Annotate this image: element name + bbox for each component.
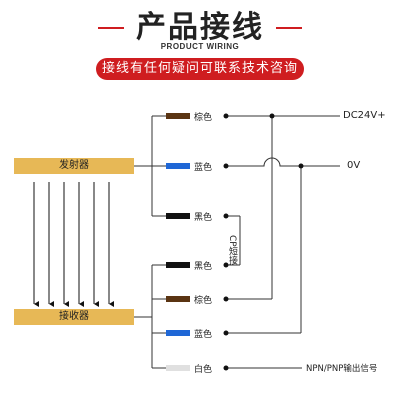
wire-label-white: 白色 [194,365,213,375]
terminal-0v: 0V [347,160,361,171]
terminal-wiring [226,115,340,369]
receiver-cable [134,264,166,369]
junction-dot [223,113,229,119]
wire-swatch [166,163,190,169]
wire-label-brown: 棕色 [194,113,213,123]
wire-swatch [166,330,190,336]
junction-dot [269,113,275,119]
wire-swatch [166,365,190,371]
wire-swatch [166,113,190,119]
page-title: 产品接线 [136,10,264,45]
wire-swatch [166,296,190,302]
junction-dot [223,213,229,219]
wire-label-blue: 蓝色 [194,163,213,173]
wire-swatches [166,113,190,371]
junction-dot [223,163,229,169]
emitter-box: 发射器 [14,158,134,174]
junction-dot [223,330,229,336]
support-banner: 接线有任何疑问可联系技术咨询 [96,58,304,80]
junction-dot [223,262,229,268]
junction-dot [223,296,229,302]
wire-label-blue: 蓝色 [194,330,213,340]
page-subtitle: PRODUCT WIRING [160,42,240,51]
wire-label-black: 黑色 [194,262,213,272]
junction-dot [298,163,304,169]
junction-dot [223,365,229,371]
emitter-cable [134,115,166,217]
wire-label-black: 黑色 [194,213,213,223]
receiver-box: 接收器 [14,309,134,325]
title-decoration-right [276,27,302,29]
terminal-signal: NPN/PNP输出信号 [306,364,378,374]
title-decoration-left [98,27,124,29]
wire-swatch [166,213,190,219]
wire-label-brown: 棕色 [194,296,213,306]
beam-arrows [33,182,114,307]
cp-short-label: CP短接 [227,235,237,265]
junction-dots [223,113,304,371]
wire-swatch [166,262,190,268]
terminal-dc24v: DC24V+ [343,110,386,121]
